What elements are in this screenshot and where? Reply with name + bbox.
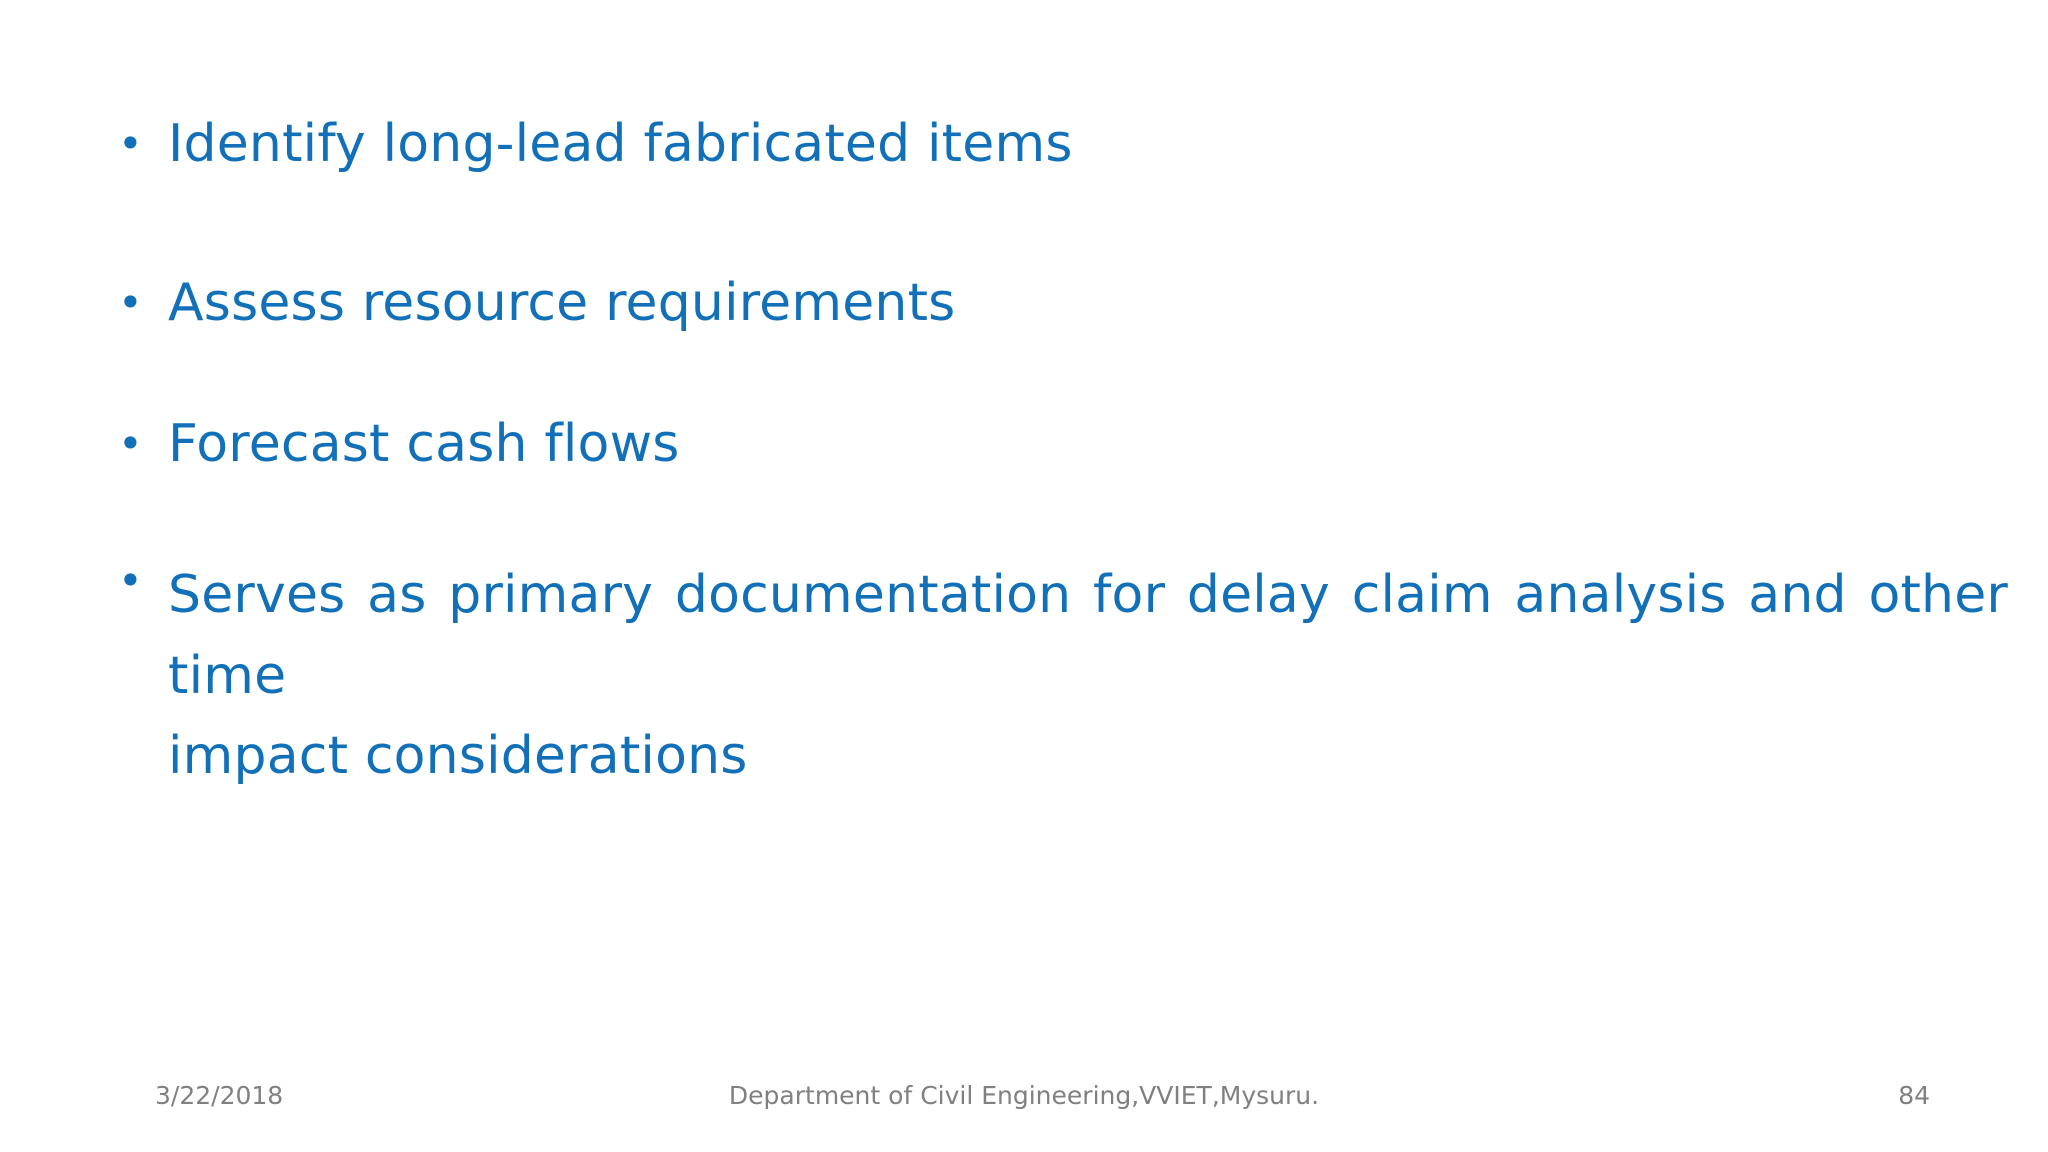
footer-department: Department of Civil Engineering,VVIET,My… [728,1081,1320,1110]
footer-date: 3/22/2018 [155,1081,284,1110]
bullet-text-1: Identify long-lead fabricated items [168,114,1073,174]
bullet-text-3: Forecast cash flows [168,414,680,475]
bullet-text-4: Serves as primary documentation for dela… [168,555,2008,797]
bullet-dot-icon: • [118,419,143,469]
bullet-dot-icon: • [118,278,143,328]
bullet-text-4-line-1: Serves as primary documentation for dela… [168,565,2008,706]
bullet-dot-icon: • [118,119,143,168]
slide-footer: 3/22/2018 Department of Civil Engineerin… [0,1075,2048,1121]
bullet-text-4-line-2: impact considerations [168,726,748,787]
bullet-item-3: • Forecast cash flows [118,418,2008,471]
bullet-item-4: • Serves as primary documentation for de… [118,555,2008,797]
footer-page-number: 84 [1898,1081,1930,1110]
bullet-text-2: Assess resource requirements [168,273,956,334]
bullet-dot-icon: • [118,556,143,606]
slide-body: • Identify long-lead fabricated items • … [118,114,2008,797]
bullet-item-2: • Assess resource requirements [118,273,2008,334]
bullet-item-1: • Identify long-lead fabricated items [118,114,2008,174]
